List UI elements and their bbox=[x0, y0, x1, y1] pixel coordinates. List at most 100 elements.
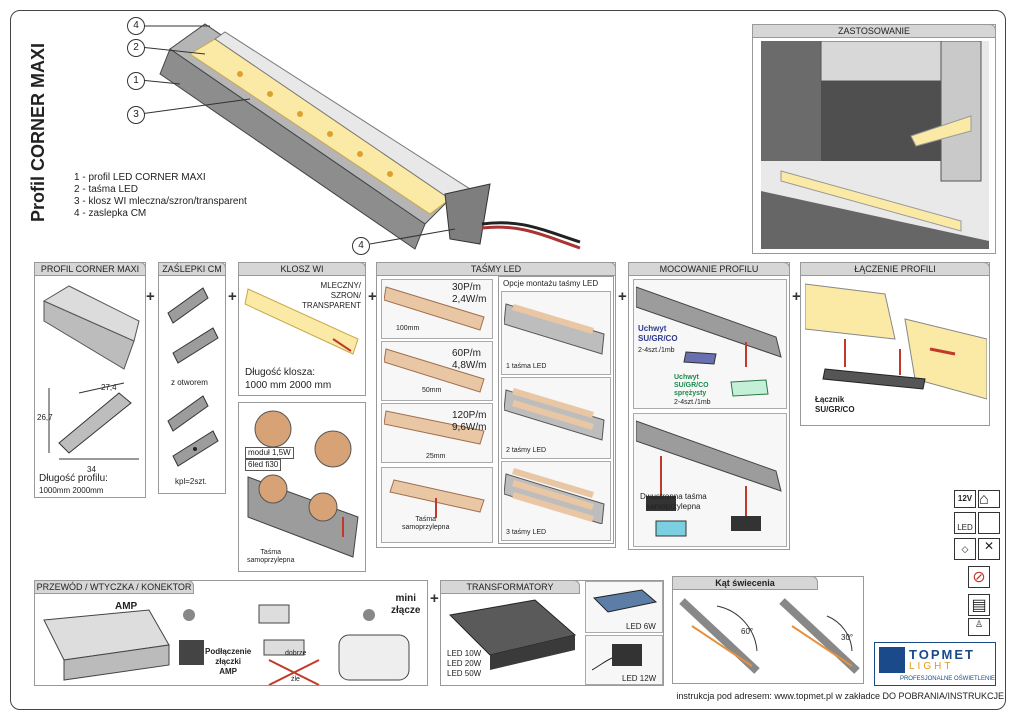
tape-label: Dwustronna taśma samoprzylepna bbox=[640, 492, 707, 511]
class-iii-icon: ◇ bbox=[954, 538, 976, 560]
plus-sign: + bbox=[430, 590, 439, 607]
zle-label: źle bbox=[291, 676, 300, 683]
callout-1: 1 bbox=[127, 72, 145, 90]
kitchen-application-illustration bbox=[761, 41, 989, 249]
strip-120-illustration bbox=[384, 410, 485, 445]
transformer-large-illustration bbox=[448, 599, 577, 670]
callout-2: 2 bbox=[127, 39, 145, 57]
transformatory-panel: TRANSFORMATORY LED 10W LED 20W LED 50W L… bbox=[440, 580, 664, 686]
klosz-panel: KLOSZ WI MLECZNY/ SZRON/ TRANSPARENT Dłu… bbox=[238, 262, 366, 396]
page-title: Profil CORNER MAXI bbox=[28, 43, 48, 223]
strip-120-spec: 120P/m 9,6W/m bbox=[452, 410, 487, 433]
strip-120: 120P/m 9,6W/m 25mm bbox=[381, 403, 493, 463]
worker-icon: ♙ bbox=[968, 618, 990, 636]
mount-clip: Uchwyt SU/GR/CO 2-4szt./1mb Uchwyt SU/GR… bbox=[633, 279, 787, 409]
dim-27-4: 27,4 bbox=[101, 383, 117, 392]
icon-12v: 12V bbox=[954, 490, 976, 508]
callout-3: 3 bbox=[127, 106, 145, 124]
strip-60-dim: 50mm bbox=[422, 387, 442, 394]
strip-tape-illustration bbox=[389, 479, 485, 518]
house-icon: ⌂ bbox=[978, 490, 1000, 508]
opcja-3: 3 taśmy LED bbox=[501, 461, 611, 541]
module-tape-label: Taśma samoprzylepna bbox=[247, 549, 295, 564]
recycle-bin-icon: ✕ bbox=[978, 538, 1000, 560]
klosz-header: KLOSZ WI bbox=[238, 262, 366, 276]
module-label-1: moduł 1,5W bbox=[245, 447, 294, 459]
diffuser-illustration bbox=[244, 288, 359, 355]
plus-sign: + bbox=[228, 288, 237, 305]
uchwyt-1-label: Uchwyt SU/GR/CO bbox=[638, 324, 678, 343]
uchwyt-2-label: Uchwyt SU/GR/CO sprężysty bbox=[674, 374, 709, 397]
strip-30-dim: 100mm bbox=[396, 325, 420, 332]
exploded-profile-illustration bbox=[139, 23, 581, 250]
legend-item: 4 - zaslepka CM bbox=[74, 208, 147, 219]
zaslepki-panel: ZAŚLEPKI CM z otworem kpl=2szt. bbox=[158, 262, 226, 494]
opcja-2-label: 2 taśmy LED bbox=[506, 447, 547, 454]
strip-tape-label: Taśma samoprzylepna bbox=[402, 516, 450, 531]
no-touch-icon: ⊘ bbox=[968, 566, 990, 588]
angle-30: 30° bbox=[841, 633, 854, 642]
icon-led: LED bbox=[954, 512, 976, 534]
dim-34: 34 bbox=[87, 465, 96, 474]
trafo-12w: LED 12W bbox=[585, 635, 663, 685]
plus-sign: + bbox=[618, 288, 627, 305]
topmet-logo: TOPMET LIGHT PROFESJONALNE OŚWIETLENIE bbox=[874, 642, 996, 686]
trafo-50w: LED 50W bbox=[447, 669, 482, 678]
strip-30-illustration bbox=[384, 286, 485, 331]
transformer-12w-illustration bbox=[592, 644, 642, 671]
mocowanie-header: MOCOWANIE PROFILU bbox=[628, 262, 790, 276]
laczenie-panel: ŁĄCZENIE PROFILI Łącznik SU/GR/CO bbox=[800, 262, 990, 426]
profile-dimension-drawing bbox=[48, 382, 139, 460]
kat-panel: Kąt świecenia 60° 30° bbox=[672, 576, 864, 684]
zastosowanie-header: ZASTOSOWANIE bbox=[752, 24, 996, 38]
logo-mark bbox=[879, 647, 905, 673]
strip-60-spec: 60P/m 4,8W/m bbox=[452, 348, 487, 371]
mount-tape: Dwustronna taśma samoprzylepna bbox=[633, 413, 787, 547]
corner-icon bbox=[978, 512, 1000, 534]
mount-tape-illustration bbox=[636, 420, 782, 537]
opcja-1-label: 1 taśma LED bbox=[506, 363, 547, 370]
led-module-illustration bbox=[247, 410, 359, 558]
diffuser-length-label: Długość klosza: bbox=[245, 367, 316, 378]
plus-sign: + bbox=[368, 288, 377, 305]
mini-label: mini złącze bbox=[391, 593, 421, 616]
opcje-header: Opcje montażu taśmy LED bbox=[503, 279, 599, 288]
trafo-12w-label: LED 12W bbox=[622, 674, 657, 683]
strip-tape: Taśma samoprzylepna bbox=[381, 467, 493, 543]
podlaczenie-label: Podłączenie złączki AMP bbox=[205, 647, 252, 676]
dobrze-label: dobrze bbox=[285, 650, 307, 657]
legend-item: 3 - klosz WI mleczna/szron/transparent bbox=[74, 196, 247, 207]
profile-length-label: Długość profilu: bbox=[39, 473, 108, 484]
opcja-1: 1 taśma LED bbox=[501, 291, 611, 375]
logo-sub: LIGHT bbox=[909, 661, 954, 672]
diffuser-lengths: 1000 mm 2000 mm bbox=[245, 380, 332, 391]
trafo-6w-label: LED 6W bbox=[626, 622, 656, 631]
opcja-1-illustration bbox=[504, 303, 605, 355]
beam-angle-illustration bbox=[679, 598, 860, 674]
uchwyt-2-sub: 2-4szt./1mb bbox=[674, 399, 711, 406]
callout-4-endcap: 4 bbox=[352, 237, 370, 255]
kpl-label: kpl=2szt. bbox=[175, 477, 207, 486]
kat-header: Kąt świecenia bbox=[672, 576, 818, 590]
legend-item: 2 - taśma LED bbox=[74, 184, 138, 195]
lacznik-label: Łącznik SU/GR/CO bbox=[815, 395, 855, 414]
angle-60: 60° bbox=[741, 627, 754, 636]
opcja-2: 2 taśmy LED bbox=[501, 377, 611, 459]
module-label-2: 6led fi30 bbox=[245, 459, 282, 471]
footer-instruction: instrukcja pod adresem: www.topmet.pl w … bbox=[676, 691, 1004, 701]
safety-icons: 12V ⌂ LED ◇ ✕ ⊘ ▤ ♙ bbox=[954, 490, 1004, 640]
strip-60: 60P/m 4,8W/m 50mm bbox=[381, 341, 493, 401]
mocowanie-panel: MOCOWANIE PROFILU Uchwyt SU/GR/CO 2-4szt… bbox=[628, 262, 790, 550]
amp-label: AMP bbox=[115, 601, 138, 612]
strip-60-illustration bbox=[384, 348, 485, 393]
opcje-panel: Opcje montażu taśmy LED 1 taśma LED 2 ta… bbox=[498, 276, 614, 544]
profile-lengths: 1000mm 2000mm bbox=[39, 486, 104, 495]
transformer-6w-illustration bbox=[592, 589, 658, 613]
transformatory-header: TRANSFORMATORY bbox=[440, 580, 580, 594]
led-module-panel: moduł 1,5W 6led fi30 Taśma samoprzylepna bbox=[238, 402, 366, 572]
joining-illustration bbox=[805, 283, 987, 400]
laczenie-header: ŁĄCZENIE PROFILI bbox=[800, 262, 990, 276]
strip-120-dim: 25mm bbox=[426, 453, 446, 460]
plus-sign: + bbox=[792, 288, 801, 305]
legend: 1 - profil LED CORNER MAXI 2 - taśma LED… bbox=[74, 172, 304, 220]
